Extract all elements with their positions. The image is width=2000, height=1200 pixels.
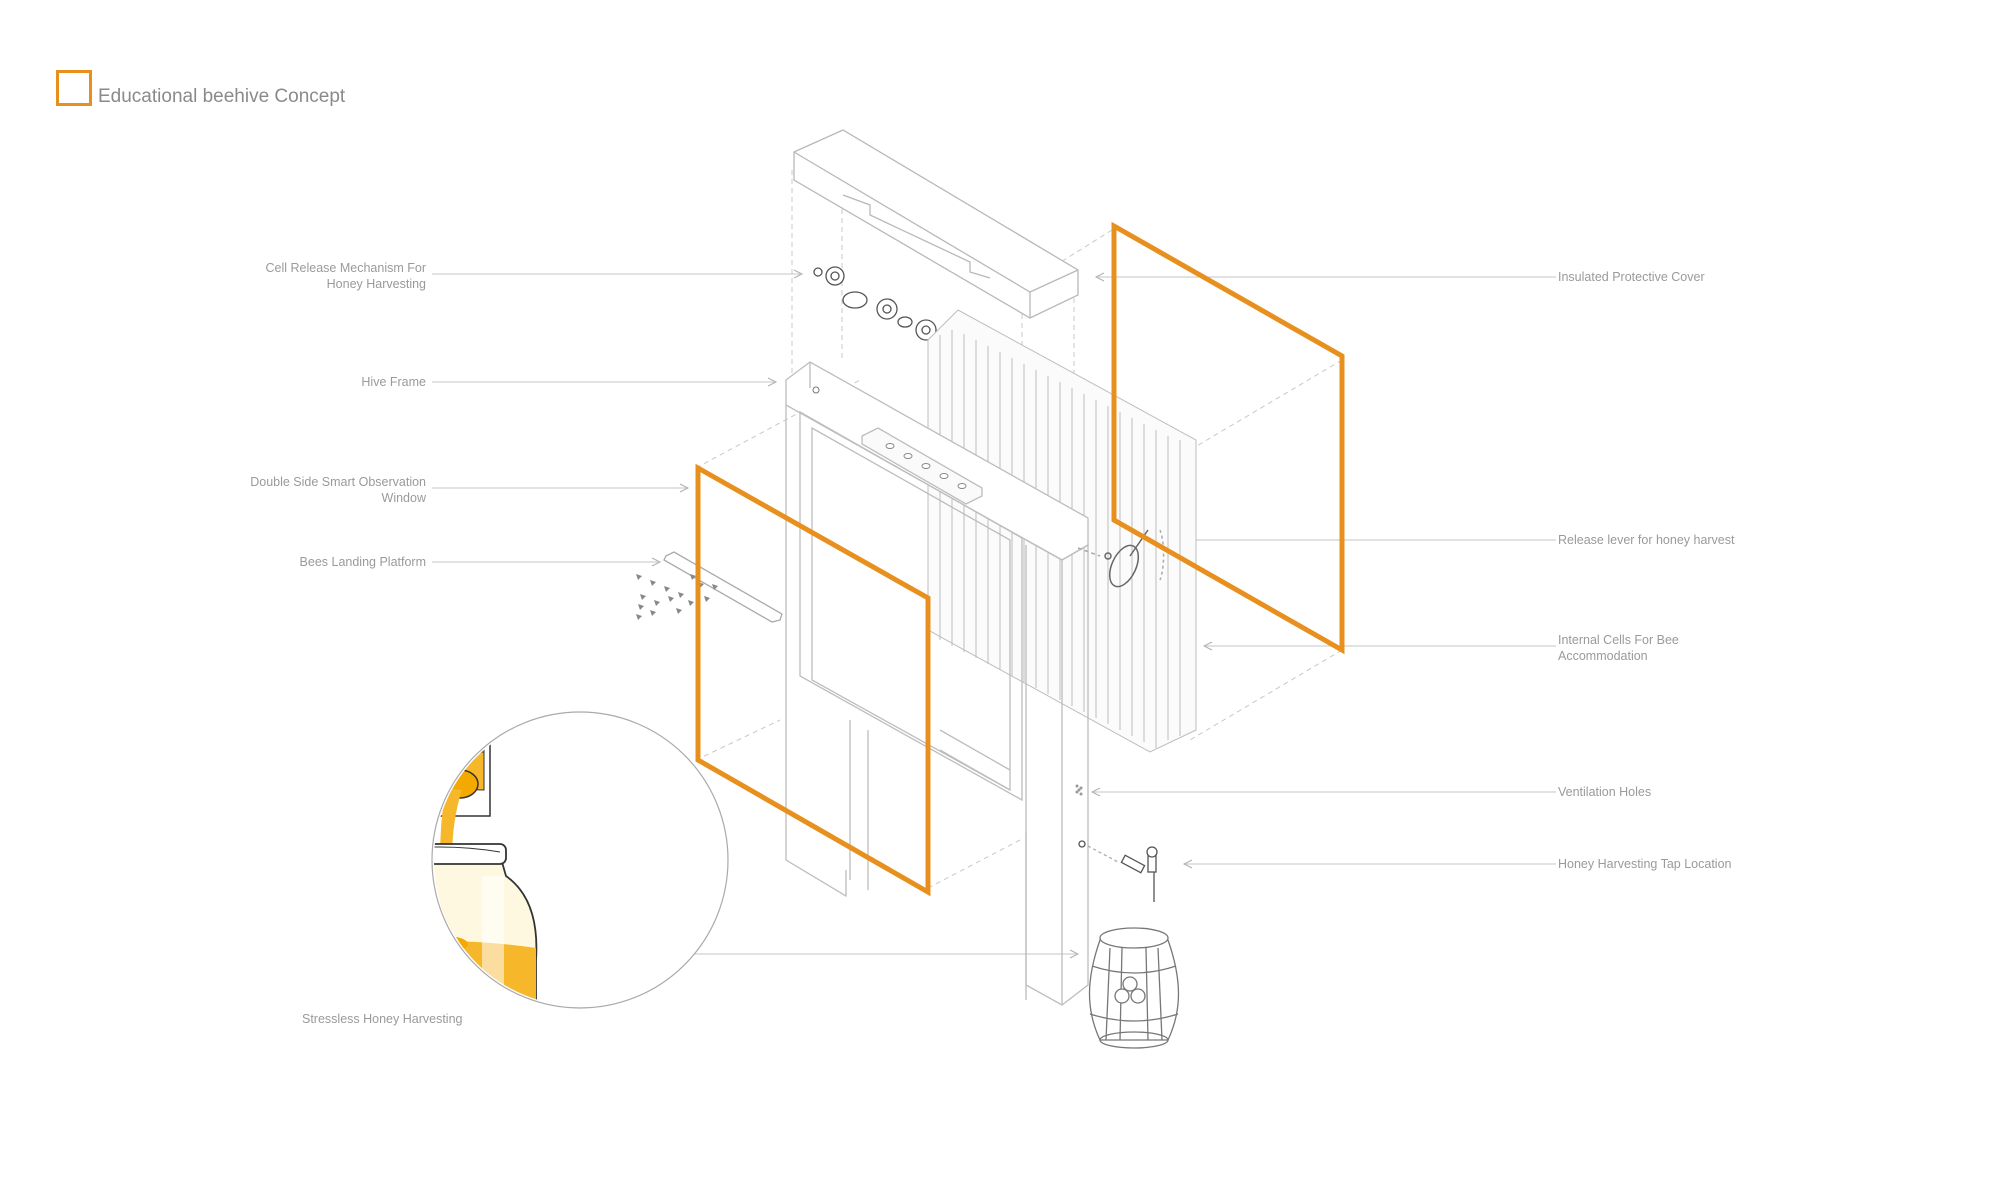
title-square-icon xyxy=(56,70,92,106)
diagram-header: Educational beehive Concept xyxy=(56,68,345,108)
ventilation-holes-icon xyxy=(1075,784,1083,796)
diagram-title: Educational beehive Concept xyxy=(98,86,346,107)
protective-cover-panel xyxy=(1111,221,1345,655)
release-lever-icon xyxy=(1077,529,1165,588)
honey-tap-icon xyxy=(1078,840,1158,902)
label-ventilation-holes: Ventilation Holes xyxy=(1558,785,1652,799)
frame-pin-icon xyxy=(812,386,820,394)
observation-window-front xyxy=(695,463,931,897)
top-lid xyxy=(793,129,1079,319)
landing-platform xyxy=(663,551,783,623)
leader-lines-right xyxy=(1094,276,1556,865)
label-hive-frame: Hive Frame xyxy=(361,375,426,389)
label-tap-location: Honey Harvesting Tap Location xyxy=(1558,857,1732,871)
label-landing-platform: Bees Landing Platform xyxy=(299,555,426,569)
frame-slots xyxy=(885,443,967,489)
label-stressless-harvesting: Stressless Honey Harvesting xyxy=(302,1012,463,1026)
label-protective-cover: Insulated Protective Cover xyxy=(1558,270,1705,284)
barrel-icon xyxy=(1088,927,1180,1049)
label-release-lever: Release lever for honey harvest xyxy=(1558,533,1735,547)
